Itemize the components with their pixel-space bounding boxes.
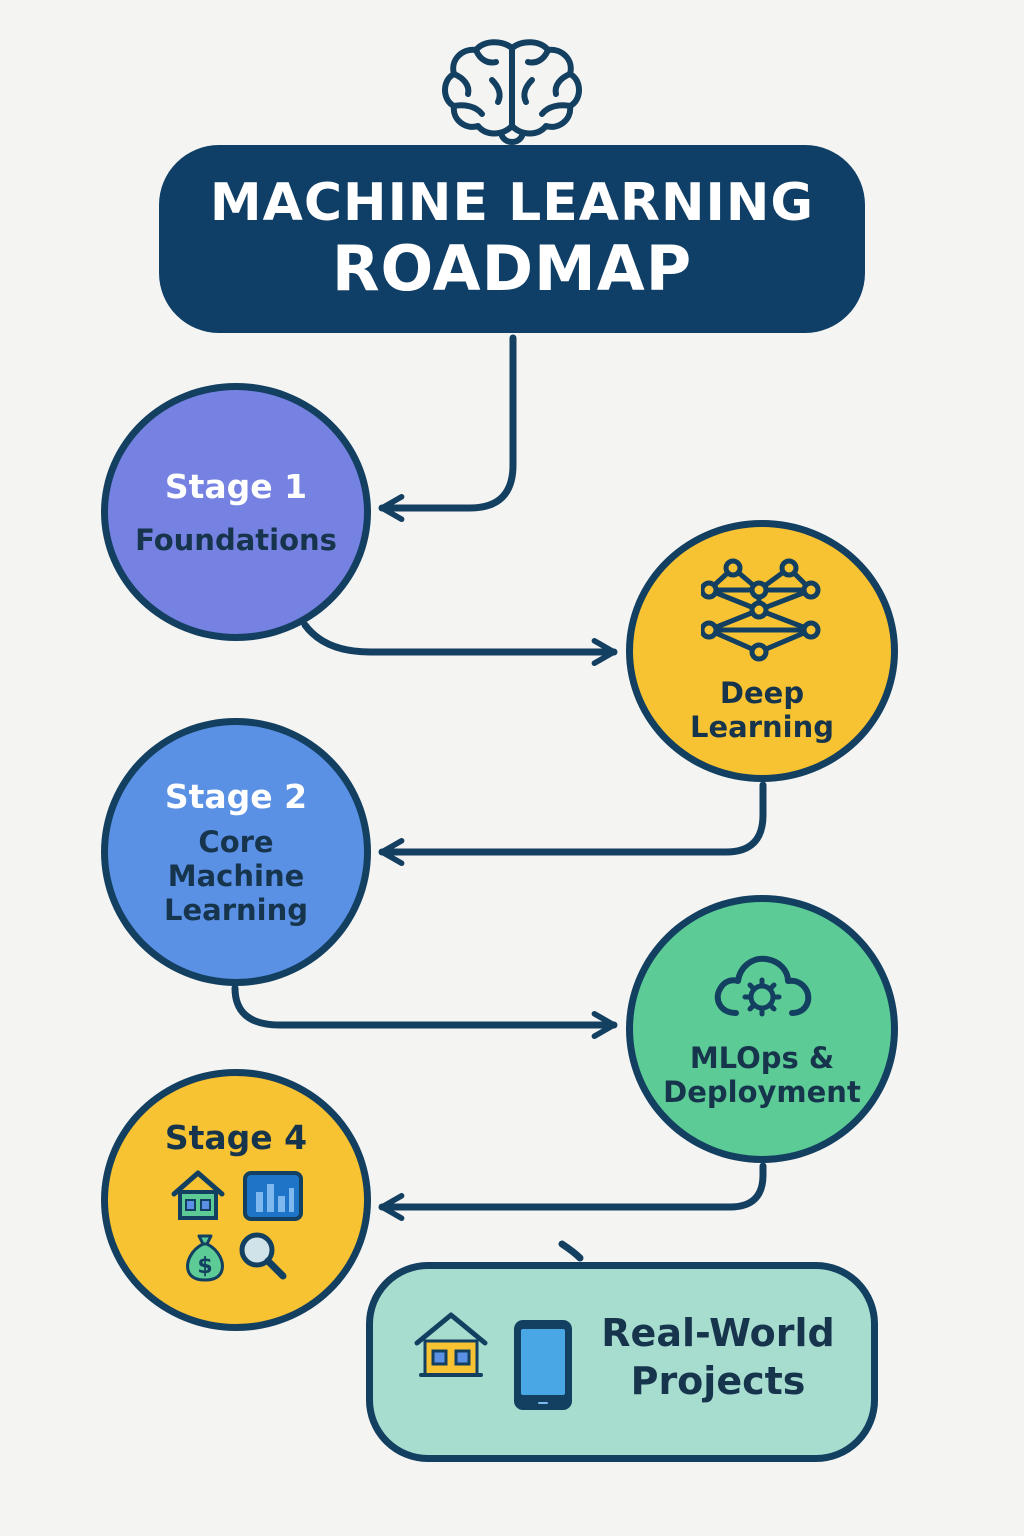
node-mlops-deployment: MLOps & Deployment xyxy=(626,895,898,1163)
title-banner: MACHINE LEARNING ROADMAP xyxy=(159,145,865,333)
house-icon xyxy=(171,1170,225,1220)
brain-icon xyxy=(442,39,582,145)
stage2-line-1: Core xyxy=(198,825,274,859)
title-line-1: MACHINE LEARNING xyxy=(209,173,815,233)
arrow-stage2-to-mlops xyxy=(231,984,618,1039)
mlops-line-2: Deployment xyxy=(663,1075,861,1109)
stage4-icon-row-2: $ xyxy=(183,1228,289,1282)
stage2-line-3: Learning xyxy=(163,893,308,927)
stage1-label: Stage 1 xyxy=(164,466,308,506)
magnifier-icon xyxy=(239,1232,287,1280)
cloud-gear-icon xyxy=(714,955,812,1017)
arrow-deep-to-stage2 xyxy=(378,781,767,866)
network-icon xyxy=(701,558,821,662)
house-icon xyxy=(414,1312,488,1377)
deep-learning-line-2: Learning xyxy=(689,710,834,744)
mlops-line-1: MLOps & xyxy=(689,1041,835,1075)
arrow-mlops-to-stage4 xyxy=(378,1162,767,1221)
arrow-stage4-to-projects xyxy=(558,1240,584,1262)
arrow-stage1-to-deep xyxy=(301,621,618,666)
svg-text:$: $ xyxy=(197,1254,212,1279)
node-deep-learning: Deep Learning xyxy=(626,520,898,782)
projects-line-2: Projects xyxy=(630,1359,806,1403)
node-stage1-foundations: Stage 1 Foundations xyxy=(101,383,371,641)
stage1-name: Foundations xyxy=(135,522,337,557)
stage2-line-2: Machine xyxy=(167,859,305,893)
stage4-label: Stage 4 xyxy=(164,1118,308,1157)
dashboard-icon xyxy=(243,1171,303,1221)
projects-box: Real-World Projects xyxy=(366,1262,878,1462)
arrow-title-to-stage1 xyxy=(378,334,517,522)
projects-label: Real-World Projects xyxy=(573,1309,863,1405)
stage2-label: Stage 2 xyxy=(164,777,308,816)
deep-learning-line-1: Deep xyxy=(719,676,805,710)
node-stage4: Stage 4 $ xyxy=(101,1069,371,1331)
tablet-icon xyxy=(514,1320,572,1410)
money-bag-icon: $ xyxy=(186,1234,224,1282)
stage4-icon-row-1 xyxy=(168,1168,304,1222)
node-stage2-core-ml: Stage 2 Core Machine Learning xyxy=(101,718,371,986)
projects-line-1: Real-World xyxy=(601,1311,835,1355)
title-line-2: ROADMAP xyxy=(331,232,693,305)
